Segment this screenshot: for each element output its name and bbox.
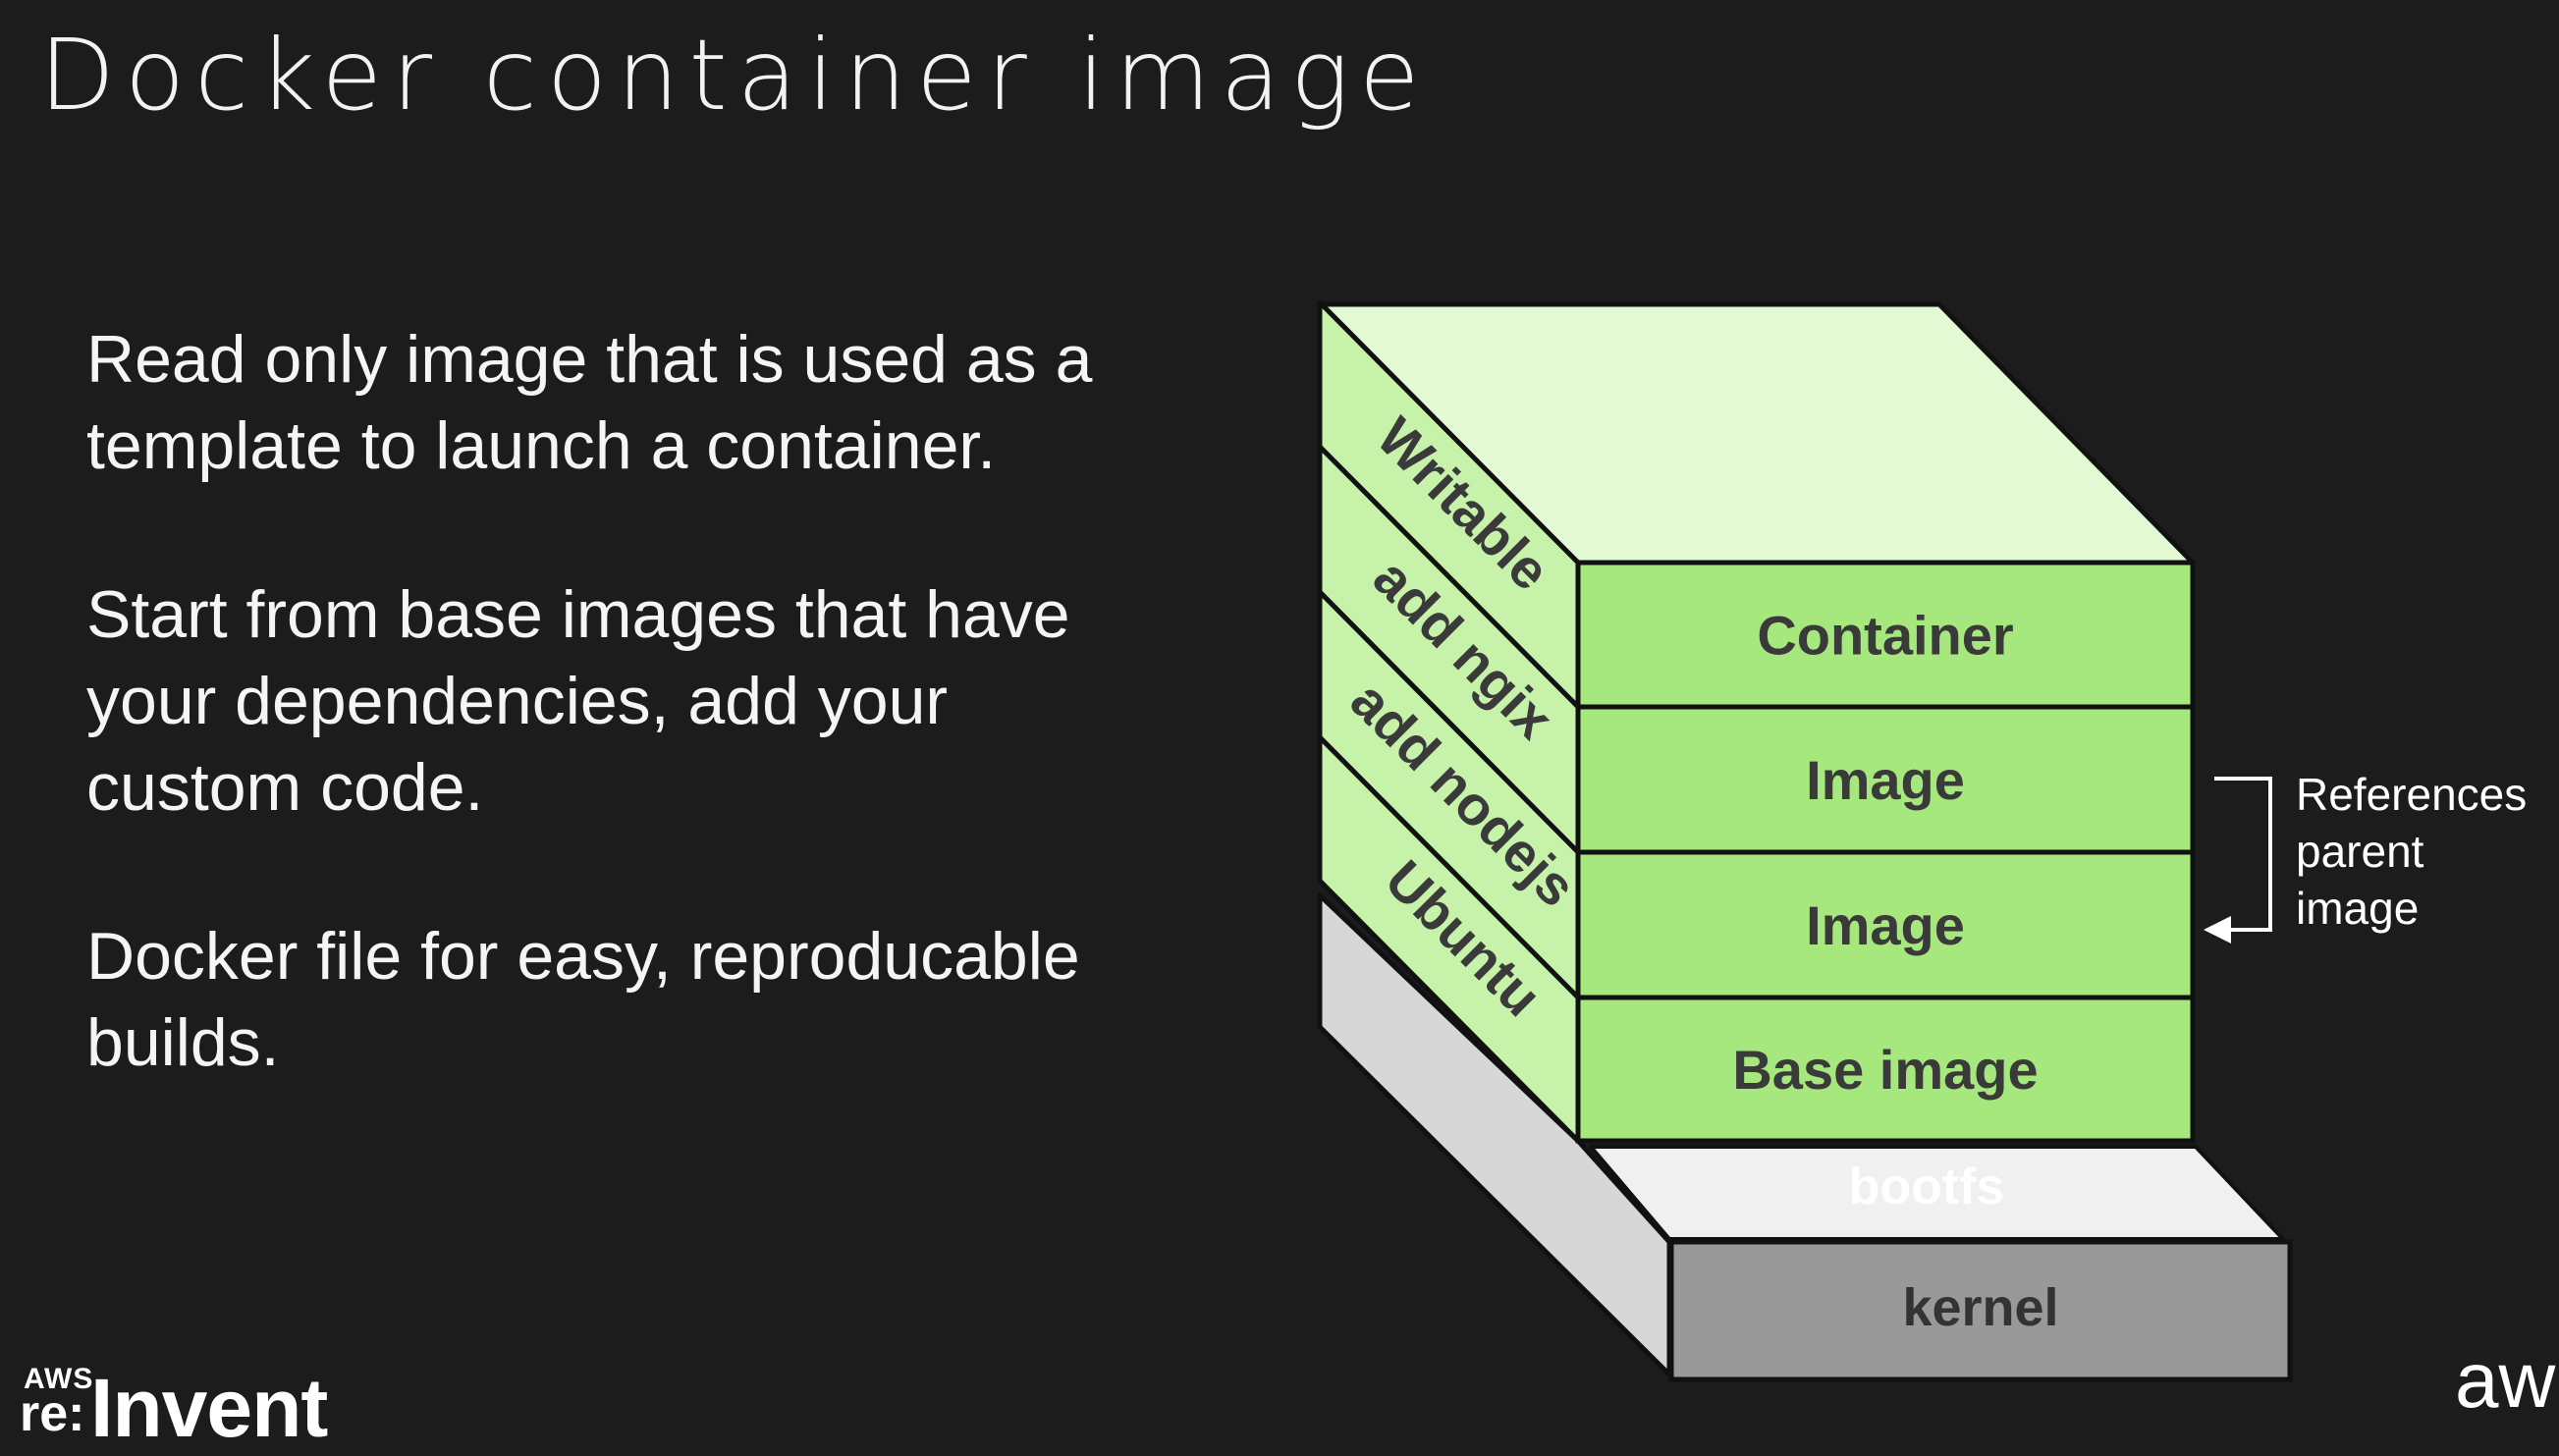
logo-aws-small: AWS [24, 1363, 94, 1395]
bullet-line: custom code. [86, 750, 484, 825]
bullet-line: Read only image that is used as a [86, 322, 1093, 397]
bullet-2: Start from base images that have your dep… [86, 571, 1225, 831]
layer-front-label: Base image [1732, 1039, 2038, 1101]
layer-front-label: Image [1806, 749, 1965, 811]
reference-label-line: parent [2296, 826, 2424, 877]
layer-front-face [1575, 560, 2196, 710]
bullet-line: template to launch a container. [86, 408, 997, 483]
logo-invent: Invent [90, 1362, 328, 1454]
slide-title: Docker container image [39, 18, 1430, 133]
layer-front-face [1575, 849, 2196, 1000]
aws-logo: aw [2455, 1336, 2556, 1424]
logo-re: re: [20, 1385, 85, 1442]
layer-front-label: Image [1806, 894, 1965, 956]
bullet-list: Read only image that is used as a templat… [86, 316, 1225, 1168]
kernel-block [1668, 1239, 2293, 1382]
reference-arrowhead [2204, 916, 2231, 944]
reference-label-line: References [2296, 769, 2527, 820]
bullet-line: Start from base images that have [86, 577, 1070, 652]
layer-front-face [1575, 995, 2196, 1144]
bullet-1: Read only image that is used as a templat… [86, 316, 1225, 489]
reference-label-line: image [2296, 883, 2419, 934]
bullet-3: Docker file for easy, reproducable builds… [86, 913, 1225, 1086]
kernel-label: kernel [1902, 1278, 2058, 1337]
bullet-line: builds. [86, 1005, 280, 1080]
bootfs-slab [1589, 1145, 2285, 1241]
reference-bracket [2214, 777, 2272, 932]
layer-front-label: Container [1757, 605, 2013, 667]
layer-front-face [1575, 704, 2196, 855]
bullet-line: your dependencies, add your [86, 664, 949, 738]
bullet-line: Docker file for easy, reproducable [86, 919, 1080, 994]
bootfs-label: bootfs [1849, 1159, 2005, 1215]
